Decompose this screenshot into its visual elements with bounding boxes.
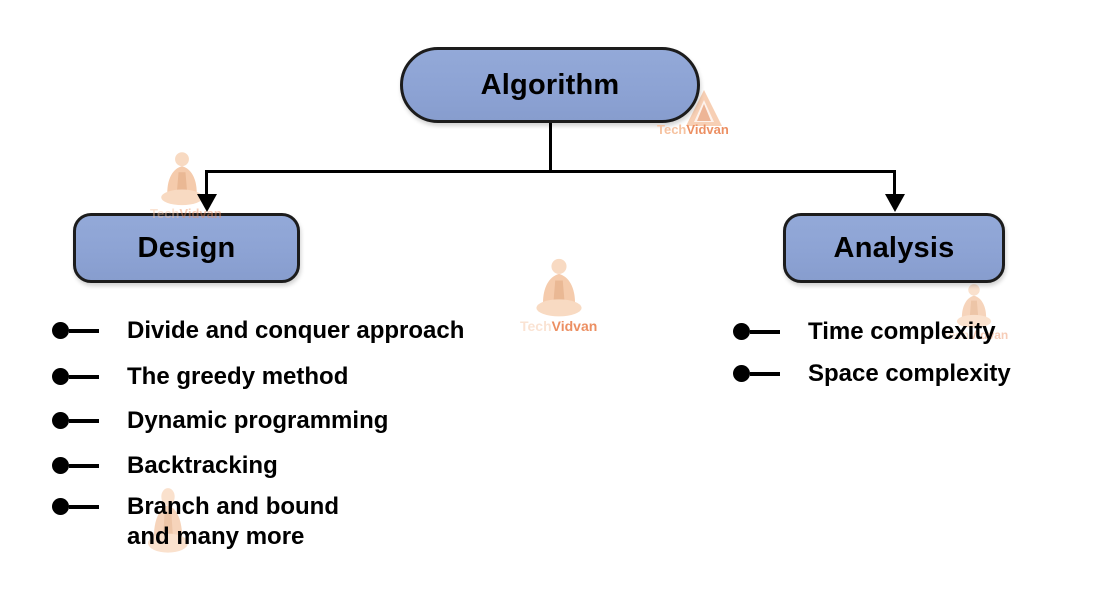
connector-design-drop (205, 170, 208, 197)
connector-root-stub (549, 123, 552, 172)
list-item: The greedy method (52, 362, 348, 392)
techvidvan-watermark-text: TechVidvan (520, 318, 597, 334)
bullet-dash-icon (69, 329, 99, 333)
list-item: Divide and conquer approach (52, 316, 464, 346)
bullet-dash-icon (750, 372, 780, 376)
list-item-label: Dynamic programming (127, 407, 389, 434)
watermark-tech-label: Tech (520, 318, 552, 334)
arrow-down-icon (196, 194, 217, 212)
node-analysis-label: Analysis (833, 231, 955, 264)
watermark-vidvan-label: Vidvan (686, 122, 729, 137)
bullet-dot-icon (52, 322, 69, 339)
list-item-label: Time complexity (808, 318, 996, 345)
list-item: Dynamic programming (52, 406, 388, 436)
node-algorithm: Algorithm (400, 47, 700, 123)
bullet-dash-icon (69, 419, 99, 423)
list-item-label: The greedy method (127, 363, 349, 390)
node-algorithm-label: Algorithm (480, 68, 620, 101)
bullet-dot-icon (52, 457, 69, 474)
node-design: Design (73, 213, 300, 283)
list-item: Space complexity (733, 359, 1011, 389)
bullet-dot-icon (52, 368, 69, 385)
bullet-dash-icon (750, 330, 780, 334)
list-item-label: Backtracking (127, 452, 278, 479)
arrow-down-icon (884, 194, 905, 212)
watermark-vidvan-label: Vidvan (551, 318, 598, 334)
connector-horizontal-rail (205, 170, 896, 173)
bullet-dash-icon (69, 464, 99, 468)
list-item: Time complexity (733, 317, 996, 347)
list-item-label: Branch and bound (127, 493, 339, 520)
bullet-dot-icon (733, 365, 750, 382)
techvidvan-watermark-text: TechVidvan (657, 122, 729, 137)
connector-analysis-drop (893, 170, 896, 197)
techvidvan-figure-icon (530, 256, 588, 322)
list-item: Branch and bound and many more (52, 492, 339, 552)
bullet-dot-icon (52, 498, 69, 515)
bullet-dot-icon (733, 323, 750, 340)
watermark-tech-label: Tech (657, 122, 687, 137)
list-item-label: Divide and conquer approach (127, 317, 465, 344)
list-item-label-line2: and many more (127, 523, 305, 550)
bullet-dash-icon (69, 505, 99, 509)
list-item: Backtracking (52, 451, 278, 481)
bullet-dash-icon (69, 375, 99, 379)
node-design-label: Design (137, 231, 236, 264)
list-item-label: Space complexity (808, 360, 1011, 387)
bullet-dot-icon (52, 412, 69, 429)
node-analysis: Analysis (783, 213, 1005, 283)
